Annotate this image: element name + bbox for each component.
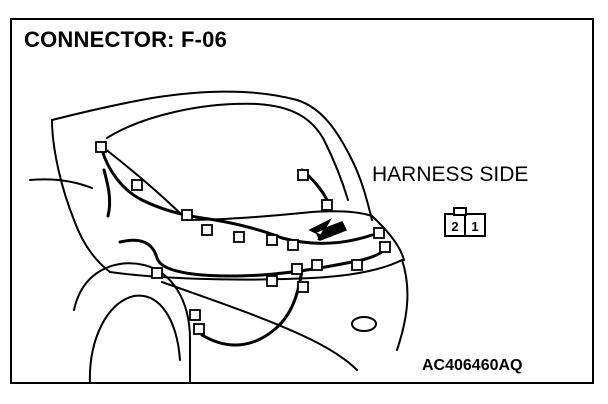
connector-box [291,263,303,275]
connector-box [181,209,193,221]
pin-label-2: 2 [451,219,458,234]
harness-side-label: HARNESS SIDE [372,163,529,186]
wheel [88,294,181,382]
connector-box [95,141,107,153]
connector-box [193,323,205,335]
connector-box [311,259,323,271]
harness-lower [118,238,389,278]
connector-box [189,309,201,321]
diagram-frame: CONNECTOR: F-06 [10,18,594,384]
bumper-line [109,259,409,351]
connector-box [266,234,278,246]
connector-box [373,227,385,239]
exhaust-tip [351,316,377,332]
connector-box [201,224,213,236]
harness-left [102,168,112,218]
rear-window-outline [51,90,373,221]
connector-box [266,275,278,287]
pin-label-1: 1 [471,219,478,234]
side-crease [29,178,93,189]
rear-window-inner [106,102,349,201]
harness-drop [200,268,304,347]
connector-box [351,259,363,271]
connector-box [321,199,333,211]
trunk-lid-line [103,147,373,221]
connector-box [379,241,391,253]
connector-box [233,231,245,243]
connector-face-icon: 2 1 [444,207,486,237]
car-rear-illustration [29,90,409,382]
connector-box [297,169,309,181]
harness-main [100,148,374,245]
connector-box [131,179,143,191]
connector-box [297,281,309,293]
connector-title: CONNECTOR: F-06 [24,27,228,52]
arrow-icon [308,218,348,241]
figure-code: AC406460AQ [422,357,523,374]
tail-edge [371,215,405,261]
wheel-arch [73,262,191,382]
connector-box [151,267,163,279]
connector-box [287,239,299,251]
lower-panel [161,281,358,371]
side-body [51,119,111,273]
